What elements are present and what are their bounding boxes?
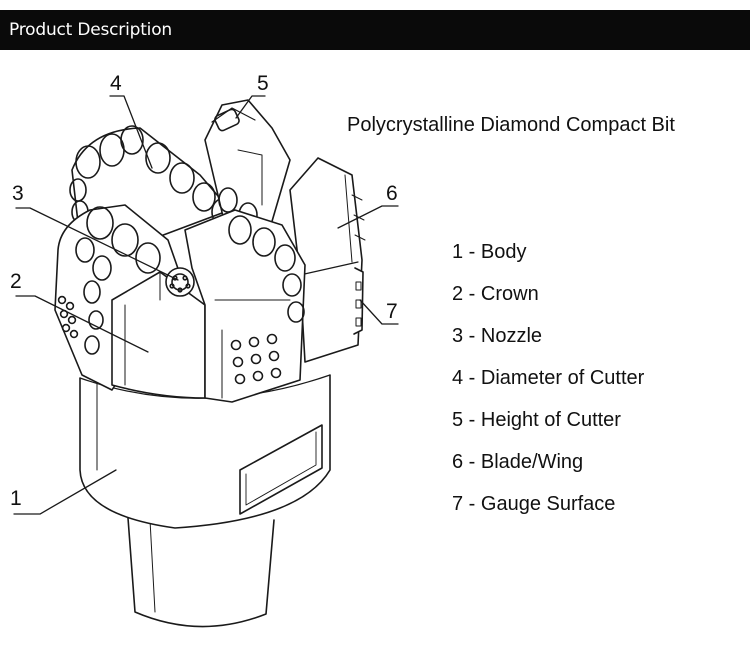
leader-7 — [359, 299, 399, 325]
legend-item-cutter-diameter: 4 - Diameter of Cutter — [452, 367, 645, 389]
blade-back — [69, 125, 256, 241]
blade-front-face — [111, 271, 206, 399]
legend-item-body: 1 - Body — [452, 241, 527, 263]
callout-7: 7 — [386, 300, 398, 323]
nozzle — [165, 267, 195, 297]
callout-4: 4 — [110, 72, 122, 95]
leader-6 — [337, 205, 399, 229]
blade-top — [204, 99, 291, 236]
leader-3 — [15, 207, 179, 281]
callout-2: 2 — [10, 270, 22, 293]
callout-6: 6 — [386, 182, 398, 205]
bit-body — [79, 374, 331, 529]
leader-5 — [235, 95, 266, 119]
callout-5: 5 — [257, 72, 269, 95]
bit-shank — [127, 517, 275, 628]
legend: 1 - Body 2 - Crown 3 - Nozzle 4 - Diamet… — [452, 238, 644, 532]
blade-left-front — [54, 204, 183, 391]
legend-item-cutter-height: 5 - Height of Cutter — [452, 409, 621, 431]
legend-item-blade: 6 - Blade/Wing — [452, 451, 584, 473]
leader-1 — [13, 469, 117, 515]
diagram-title: Polycrystalline Diamond Compact Bit — [347, 114, 675, 136]
blade-front-right — [184, 209, 306, 403]
header-bar: Product Description — [0, 10, 750, 50]
callout-3: 3 — [12, 182, 24, 205]
leader-2 — [15, 295, 149, 353]
legend-item-gauge-surface: 7 - Gauge Surface — [452, 493, 616, 515]
callout-1: 1 — [10, 487, 22, 510]
gauge-surface — [353, 267, 364, 335]
leader-4 — [109, 95, 153, 169]
legend-item-nozzle: 3 - Nozzle — [452, 325, 543, 347]
blade-right — [289, 157, 366, 363]
header-title: Product Description — [9, 20, 172, 40]
legend-item-crown: 2 - Crown — [452, 283, 539, 305]
leader-lines — [13, 95, 399, 515]
